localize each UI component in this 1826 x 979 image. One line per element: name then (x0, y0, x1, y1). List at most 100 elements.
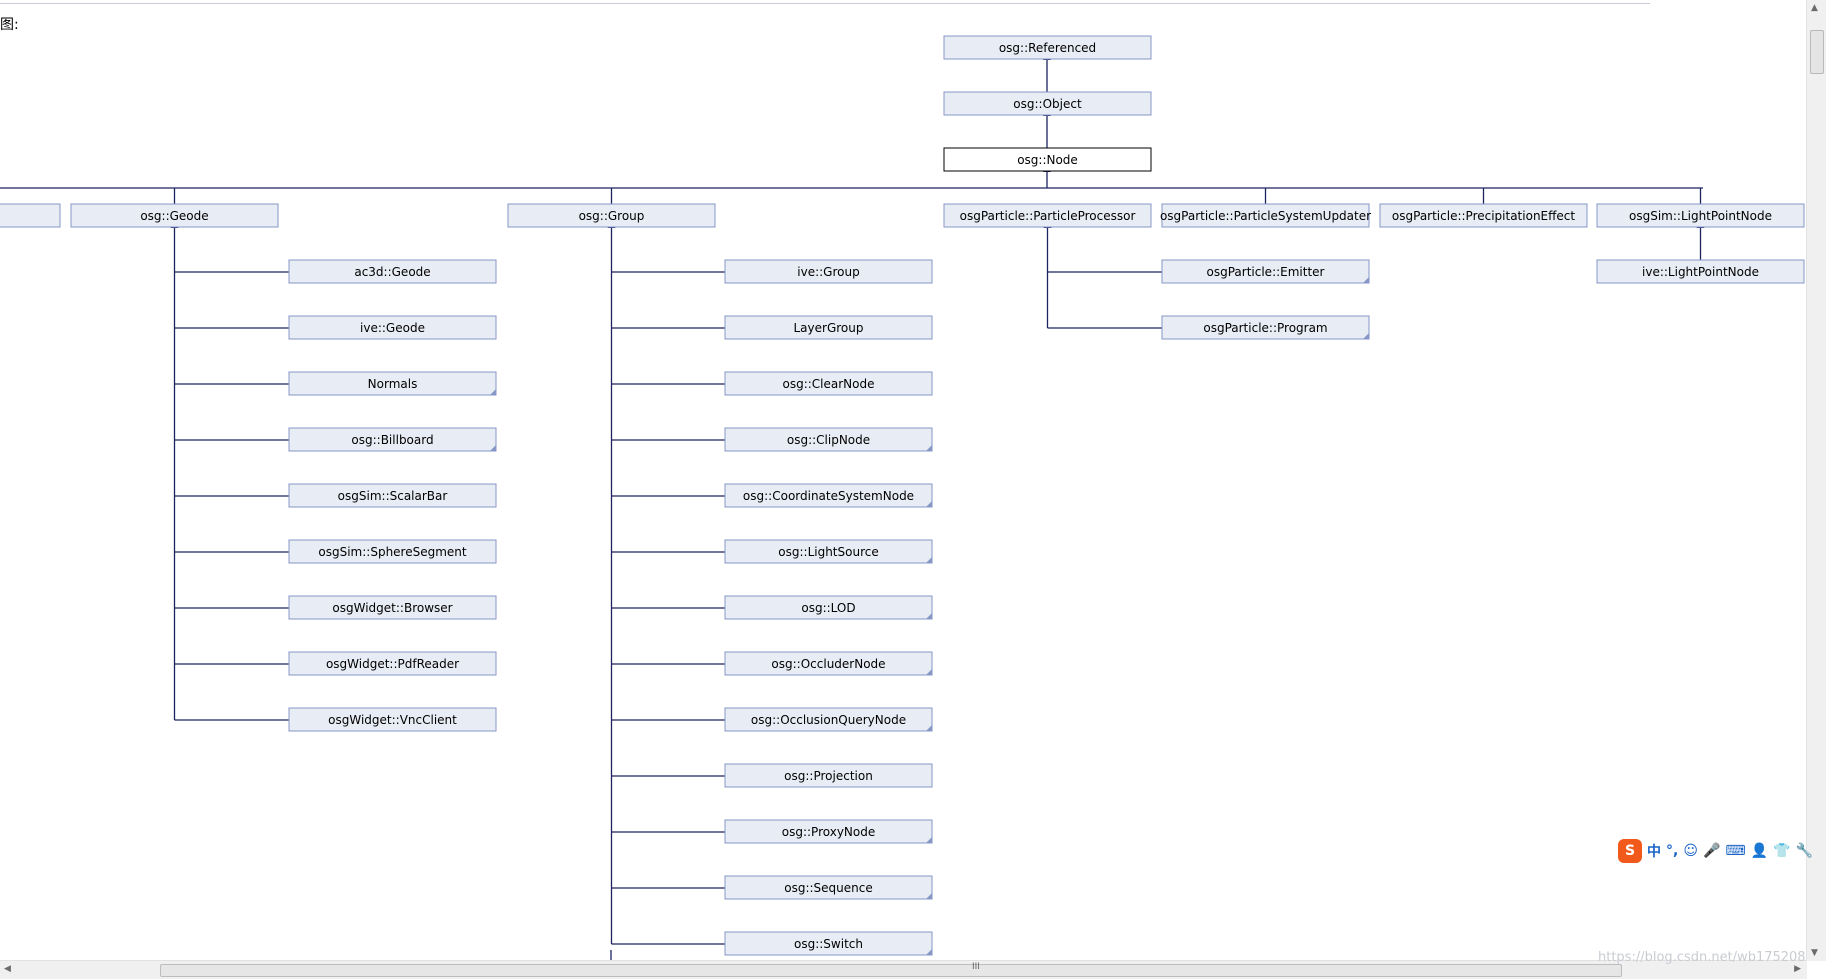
class-node-osgwidget-browser[interactable]: osgWidget::Browser (288, 595, 497, 620)
vertical-scrollbar[interactable]: ▲ ▼ (1806, 0, 1826, 961)
class-node-box[interactable] (943, 91, 1152, 116)
scroll-up-arrow-icon[interactable]: ▲ (1811, 3, 1818, 13)
class-node-box[interactable] (288, 427, 497, 452)
class-node-box[interactable] (943, 147, 1152, 172)
horizontal-scrollbar[interactable]: ◀ III ▶ (0, 960, 1807, 979)
class-node-osg-clearnode[interactable]: osg::ClearNode (724, 371, 933, 396)
class-node-box[interactable] (943, 35, 1152, 60)
keyboard-icon[interactable]: ⌨ (1725, 843, 1746, 859)
class-node-osg-occlusionquerynode[interactable]: osg::OcclusionQueryNode (724, 707, 933, 732)
class-node-ac3d-geode[interactable]: ac3d::Geode (288, 259, 497, 284)
ime-toolbar[interactable]: S 中 °, ☺ 🎤 ⌨ 👤 👕 🔧 (1618, 837, 1813, 865)
class-node-osg-clipnode[interactable]: osg::ClipNode (724, 427, 933, 452)
class-node-box[interactable] (288, 707, 497, 732)
class-node-osg-object[interactable]: osg::Object (943, 91, 1152, 116)
class-node-box[interactable] (724, 427, 933, 452)
class-node-osg-coordinatesystemnode[interactable]: osg::CoordinateSystemNode (724, 483, 933, 508)
class-node-osg-node[interactable]: osg::Node (943, 147, 1152, 172)
class-node-osgsim-lightpointnode[interactable]: osgSim::LightPointNode (1596, 203, 1805, 228)
class-node-box[interactable] (1161, 203, 1370, 228)
class-node-label: osg::Node (1017, 153, 1078, 167)
emoji-icon[interactable]: ☺ (1683, 843, 1698, 859)
more-children-corner-icon (926, 893, 932, 899)
vertical-scroll-thumb[interactable] (1810, 30, 1824, 74)
more-children-corner-icon (926, 837, 932, 843)
class-node-box[interactable] (724, 595, 933, 620)
class-node-box[interactable] (943, 203, 1152, 228)
class-node-box[interactable] (288, 539, 497, 564)
class-node-ive-group[interactable]: ive::Group (724, 259, 933, 284)
horizontal-scroll-thumb[interactable] (160, 964, 1622, 977)
scroll-down-arrow-icon[interactable]: ▼ (1811, 948, 1818, 958)
class-node-box[interactable] (288, 315, 497, 340)
class-node-osg-projection[interactable]: osg::Projection (724, 763, 933, 788)
user-icon[interactable]: 👤 (1750, 843, 1769, 859)
microphone-icon[interactable]: 🎤 (1702, 843, 1721, 859)
class-node-box[interactable] (724, 819, 933, 844)
class-node-label: osg::Switch (794, 937, 863, 951)
more-children-corner-icon (1363, 277, 1369, 283)
class-node-ive-lightpointnode[interactable]: ive::LightPointNode (1596, 259, 1805, 284)
class-node-osgparticle-particleprocessor[interactable]: osgParticle::ParticleProcessor (943, 203, 1152, 228)
scroll-left-arrow-icon[interactable]: ◀ (4, 964, 11, 974)
class-node-box[interactable] (0, 203, 61, 228)
scroll-right-arrow-icon[interactable]: ▶ (1794, 964, 1801, 974)
class-node-box[interactable] (507, 203, 716, 228)
class-node-osg-lod[interactable]: osg::LOD (724, 595, 933, 620)
class-node-osg-referenced[interactable]: osg::Referenced (943, 35, 1152, 60)
more-children-corner-icon (926, 725, 932, 731)
class-node-osgparticle-emitter[interactable]: osgParticle::Emitter (1161, 259, 1370, 284)
class-node-osg-proxynode[interactable]: osg::ProxyNode (724, 819, 933, 844)
class-node-box[interactable] (724, 875, 933, 900)
class-node-osg-group[interactable]: osg::Group (507, 203, 716, 228)
class-node-osgparticle-program[interactable]: osgParticle::Program (1161, 315, 1370, 340)
class-node-box[interactable] (724, 483, 933, 508)
class-node-layergroup[interactable]: LayerGroup (724, 315, 933, 340)
class-node-normals[interactable]: Normals (288, 371, 497, 396)
class-node-box[interactable] (724, 315, 933, 340)
class-node-box[interactable] (724, 651, 933, 676)
class-node-box[interactable] (1161, 259, 1370, 284)
class-node-box[interactable] (1596, 259, 1805, 284)
class-node-box[interactable] (70, 203, 279, 228)
class-node-label: ive::Geode (360, 321, 425, 335)
class-node-osgwidget-pdfreader[interactable]: osgWidget::PdfReader (288, 651, 497, 676)
class-node-box[interactable] (724, 371, 933, 396)
class-node-osg-switch[interactable]: osg::Switch (724, 931, 933, 956)
class-node-osg-geode[interactable]: osg::Geode (70, 203, 279, 228)
class-node-label: ive::LightPointNode (1642, 265, 1759, 279)
class-node-label: osg::Geode (140, 209, 208, 223)
class-node-box[interactable] (1161, 315, 1370, 340)
class-node-osg-sequence[interactable]: osg::Sequence (724, 875, 933, 900)
class-node-osgwidget-vncclient[interactable]: osgWidget::VncClient (288, 707, 497, 732)
class-node-box[interactable] (288, 371, 497, 396)
class-node-box[interactable] (1379, 203, 1588, 228)
class-node-box[interactable] (724, 931, 933, 956)
class-node-osgparticle-particlesystemupdater[interactable]: osgParticle::ParticleSystemUpdater (1160, 203, 1371, 228)
class-node-osg-billboard[interactable]: osg::Billboard (288, 427, 497, 452)
class-node-osg-lightsource[interactable]: osg::LightSource (724, 539, 933, 564)
class-node-osg-occludernode[interactable]: osg::OccluderNode (724, 651, 933, 676)
class-node-box[interactable] (724, 259, 933, 284)
class-node-label: osg::OcclusionQueryNode (751, 713, 906, 727)
class-node-box[interactable] (288, 651, 497, 676)
class-node-ive-geode[interactable]: ive::Geode (288, 315, 497, 340)
class-node-label: osg::Sequence (784, 881, 873, 895)
class-node-node[interactable] (0, 203, 61, 228)
settings-wrench-icon[interactable]: 🔧 (1795, 843, 1813, 859)
class-node-osgsim-scalarbar[interactable]: osgSim::ScalarBar (288, 483, 497, 508)
class-node-box[interactable] (724, 539, 933, 564)
class-node-box[interactable] (1596, 203, 1805, 228)
class-node-box[interactable] (288, 259, 497, 284)
class-node-box[interactable] (724, 707, 933, 732)
class-node-label: osg::OccluderNode (771, 657, 885, 671)
chinese-mode-icon[interactable]: 中 (1647, 844, 1661, 860)
skin-icon[interactable]: 👕 (1773, 843, 1791, 859)
punctuation-icon[interactable]: °, (1666, 843, 1679, 859)
sogou-logo-icon[interactable]: S (1618, 839, 1642, 863)
class-node-box[interactable] (288, 595, 497, 620)
class-node-osgparticle-precipitationeffect[interactable]: osgParticle::PrecipitationEffect (1379, 203, 1588, 228)
class-node-box[interactable] (288, 483, 497, 508)
class-node-osgsim-spheresegment[interactable]: osgSim::SphereSegment (288, 539, 497, 564)
class-node-box[interactable] (724, 763, 933, 788)
